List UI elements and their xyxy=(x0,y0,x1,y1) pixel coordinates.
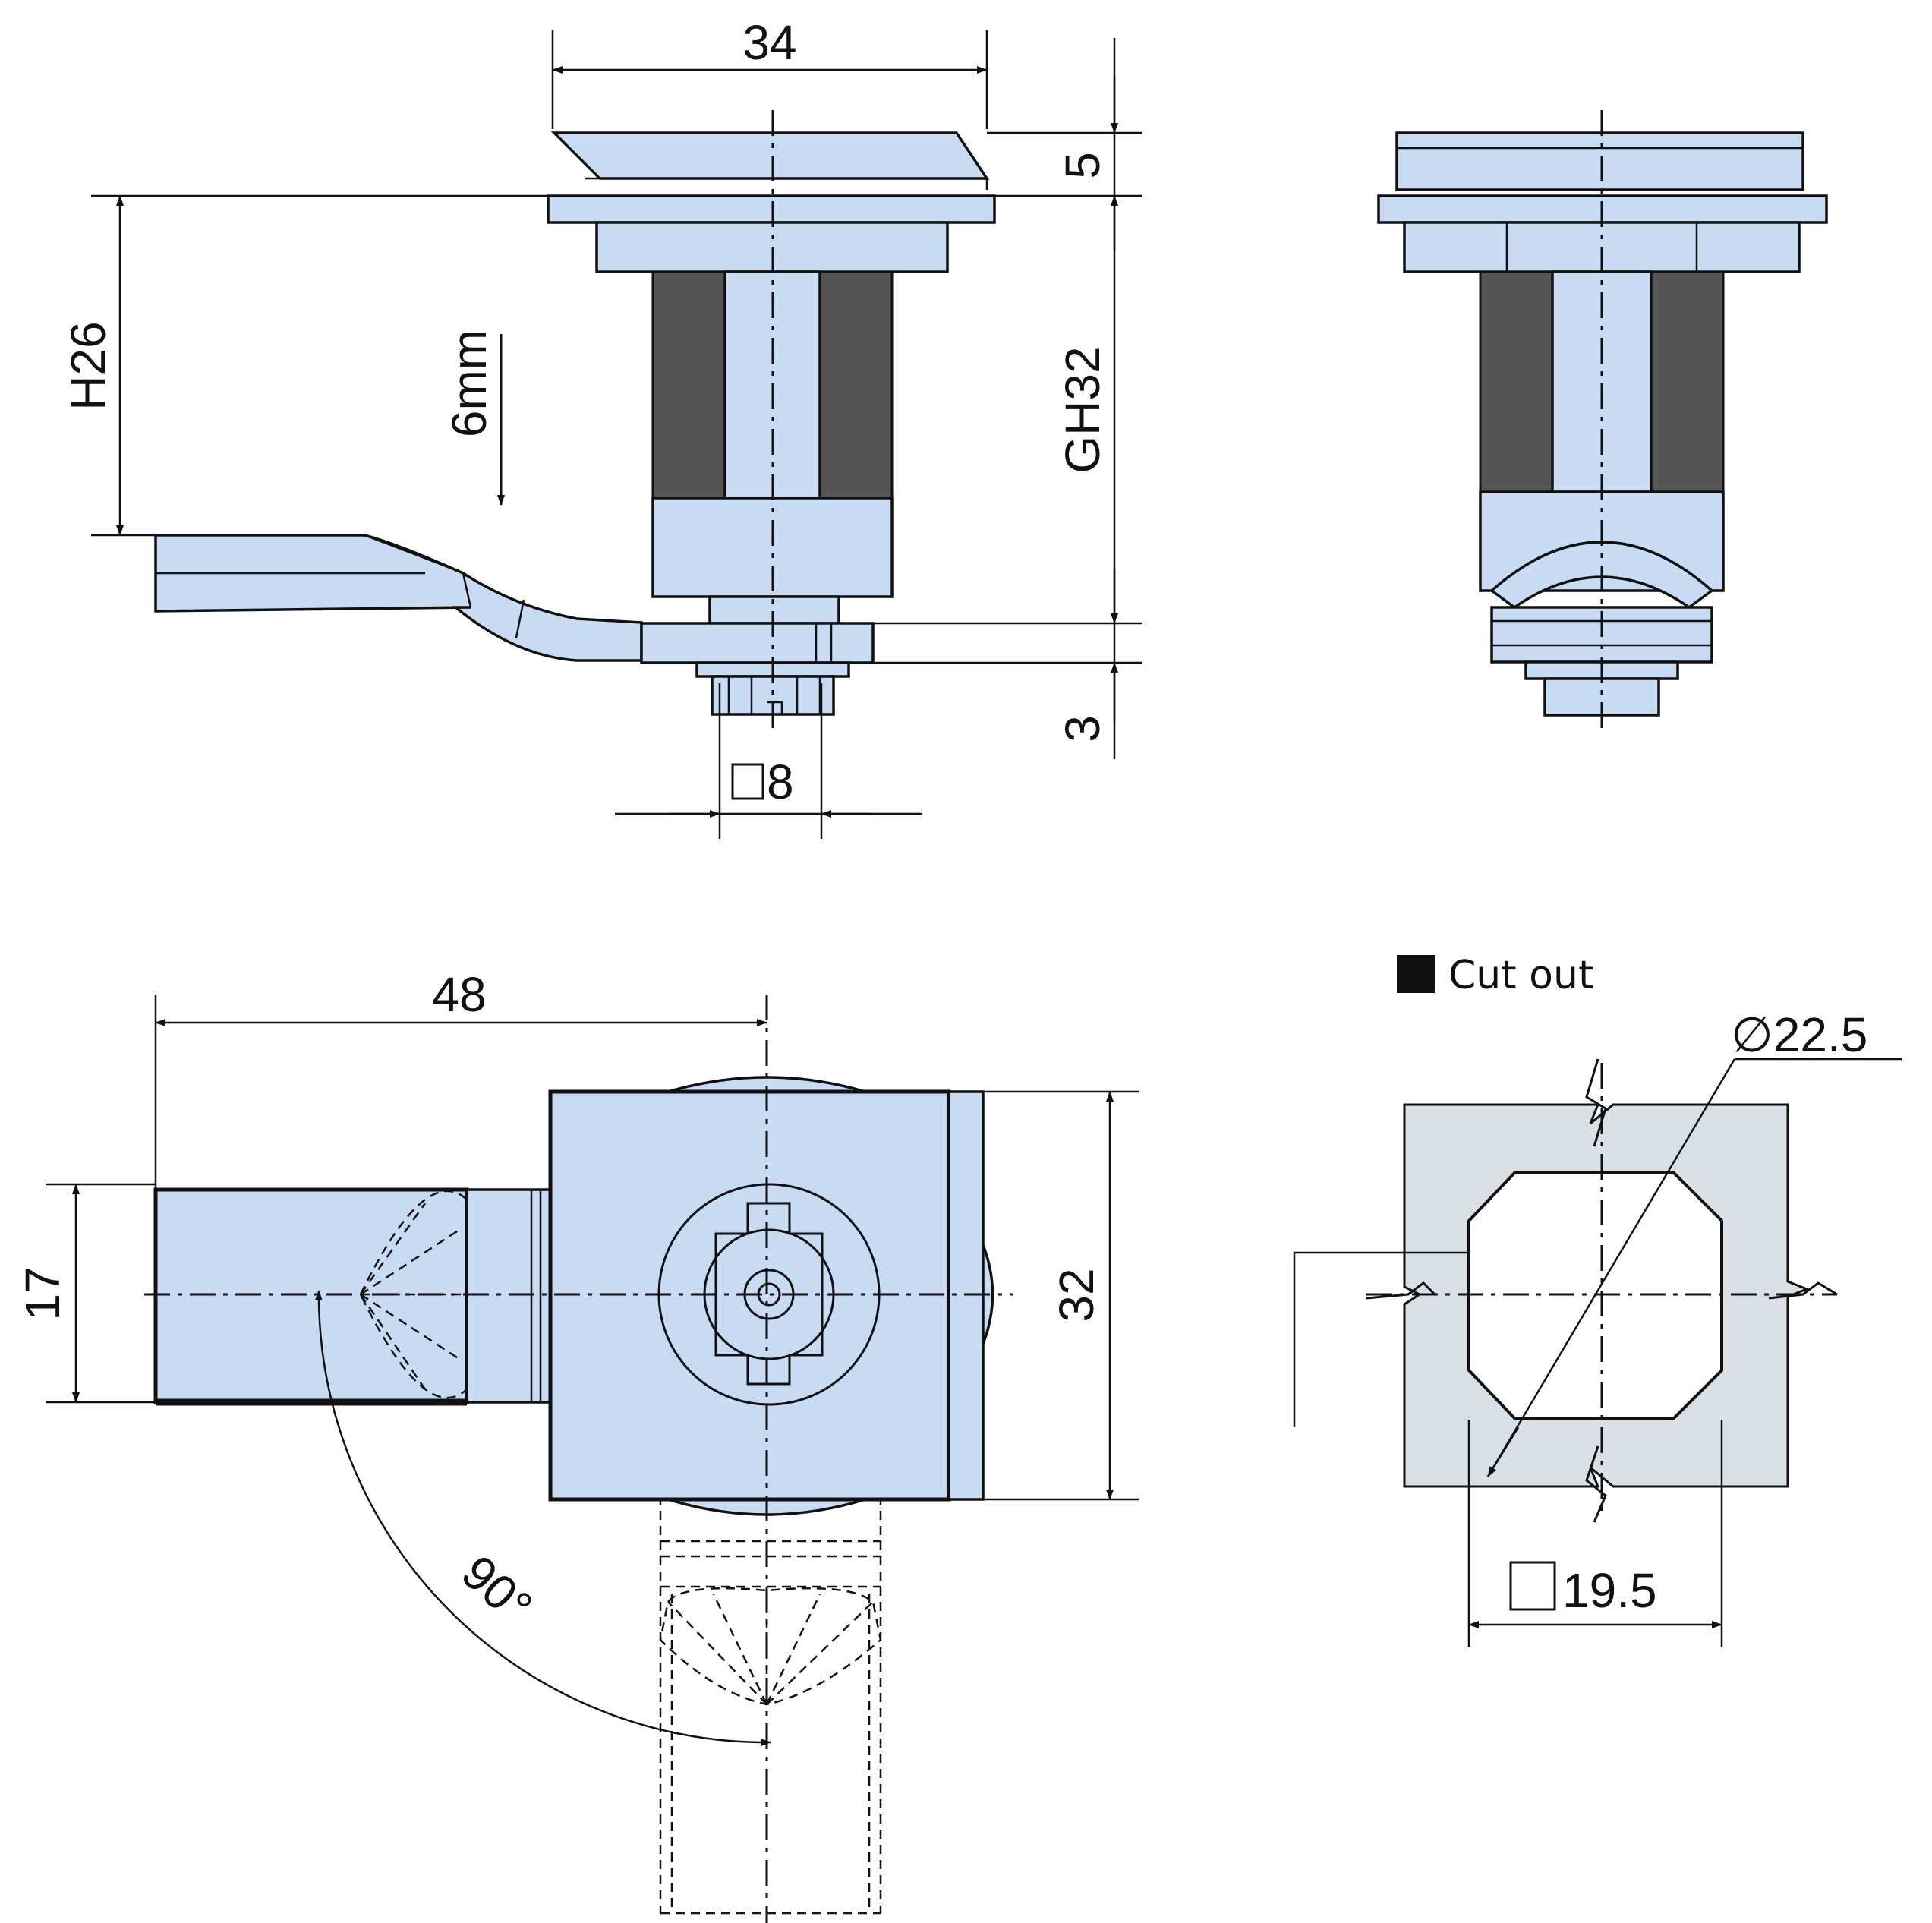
thread-left xyxy=(651,270,726,500)
dim-34: 34 xyxy=(742,15,796,70)
cam-boss xyxy=(465,1188,552,1404)
top-view: 48 17 32 90° xyxy=(15,967,1139,1923)
legend-square xyxy=(1397,955,1435,993)
washer xyxy=(640,622,875,664)
cutout-view: Cut out ∅22.5 19.5 xyxy=(1293,953,1902,1647)
dim-6mm-travel: 6mm xyxy=(442,329,496,437)
dim-90-degrees: 90° xyxy=(452,1545,543,1635)
dim-32: 32 xyxy=(1049,1268,1104,1322)
dim-square-8: 8 xyxy=(767,755,794,809)
dim-diameter-22-5: ∅22.5 xyxy=(1731,1007,1867,1062)
side-barrel xyxy=(1551,270,1653,493)
dim-gh32: GH32 xyxy=(1055,346,1110,473)
front-view: 34 H26 6mm 5 GH32 3 8 xyxy=(61,15,1142,839)
side-top-cap xyxy=(1395,131,1804,191)
cam-plate xyxy=(153,1187,469,1404)
thread-right xyxy=(818,270,894,500)
neck xyxy=(708,595,840,625)
side-thread-right xyxy=(1650,270,1725,493)
dim-3: 3 xyxy=(1055,715,1110,742)
flange xyxy=(547,194,996,224)
top-cap xyxy=(550,131,990,180)
dim-5: 5 xyxy=(1055,152,1110,179)
cam-arm xyxy=(154,534,643,662)
dim-48: 48 xyxy=(432,967,486,1022)
side-view xyxy=(1377,110,1828,733)
cutout-label: Cut out xyxy=(1448,953,1593,998)
dim-h26: H26 xyxy=(61,321,115,410)
dim-square-19-5: 19.5 xyxy=(1562,1563,1657,1618)
side-thread-left xyxy=(1479,270,1554,493)
dim-17: 17 xyxy=(15,1266,70,1320)
